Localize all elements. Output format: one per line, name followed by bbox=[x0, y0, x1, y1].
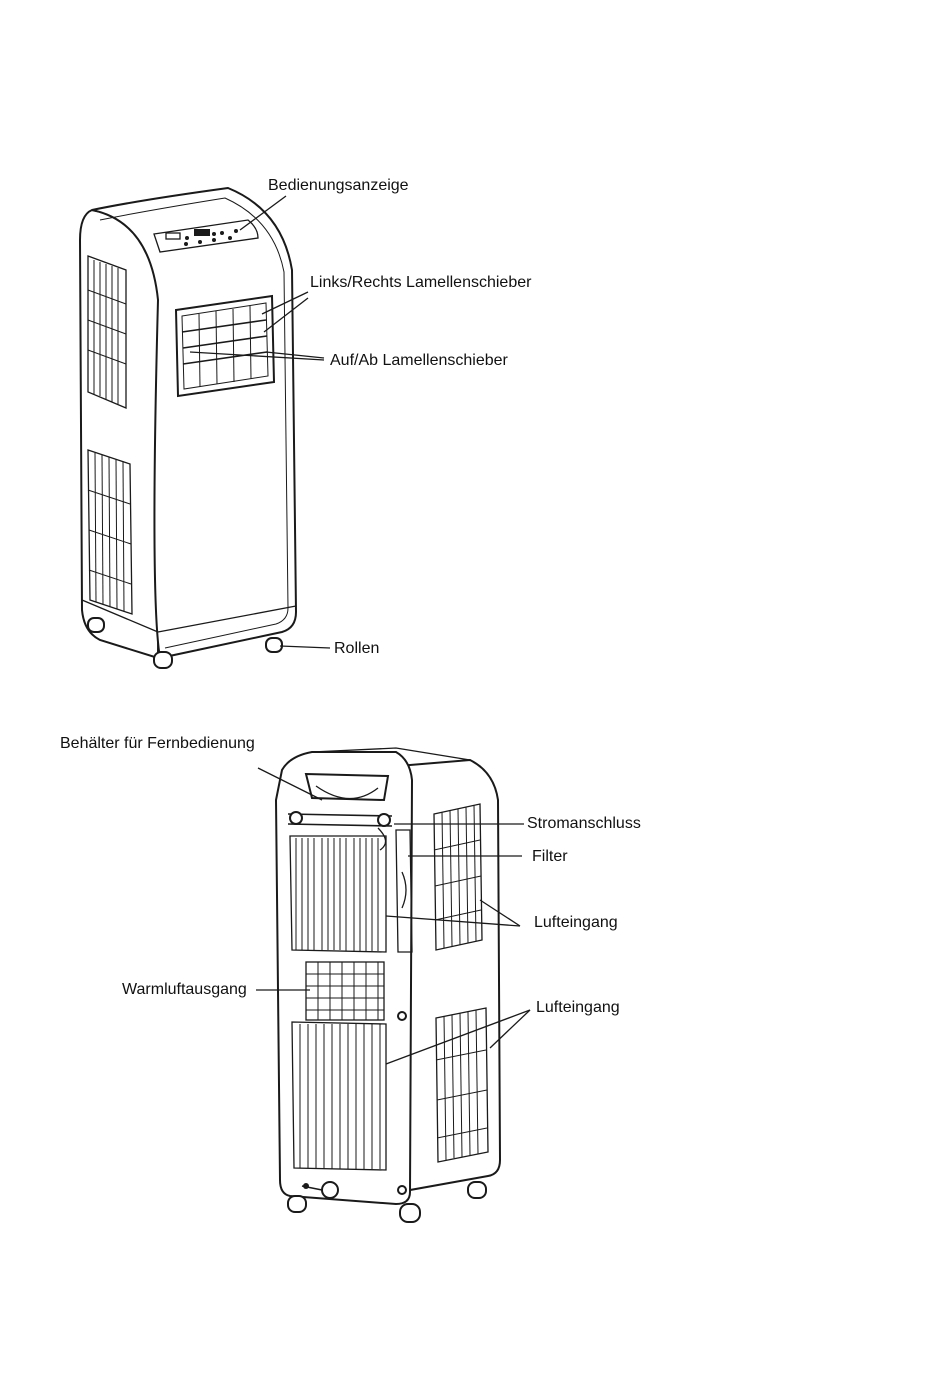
label-power-connection: Stromanschluss bbox=[527, 815, 641, 833]
label-control-panel: Bedienungsanzeige bbox=[268, 177, 409, 195]
label-remote-holder: Behälter für Fernbedienung bbox=[60, 735, 255, 753]
label-air-inlet-upper: Lufteingang bbox=[534, 914, 618, 932]
label-filter: Filter bbox=[532, 848, 568, 866]
label-up-down-louvers: Auf/Ab Lamellenschieber bbox=[330, 352, 508, 370]
label-air-inlet-lower: Lufteingang bbox=[536, 999, 620, 1017]
label-left-right-louvers: Links/Rechts Lamellenschieber bbox=[310, 274, 531, 292]
front-view-unit bbox=[80, 188, 296, 668]
label-wheels: Rollen bbox=[334, 640, 379, 658]
rear-view-unit bbox=[276, 748, 500, 1222]
label-warm-air-outlet: Warmluftausgang bbox=[122, 981, 247, 999]
front-air-outlet bbox=[176, 296, 274, 396]
remote-holder bbox=[306, 774, 388, 800]
